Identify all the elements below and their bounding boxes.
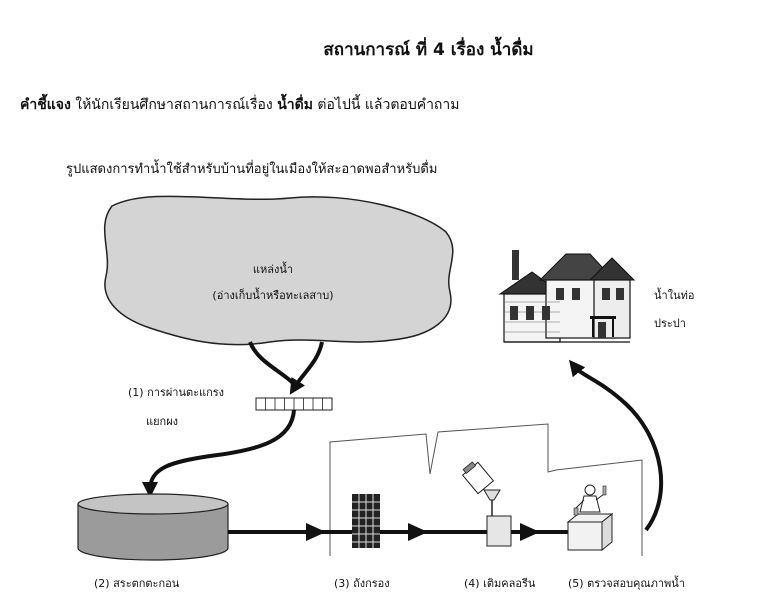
diagram-caption: รูปแสดงการทำน้ำใช้สำหรับบ้านที่อยู่ในเมื…: [66, 162, 438, 177]
source-flow-left: [248, 341, 296, 386]
house-illustration: [498, 250, 636, 343]
source-label-line2: (อ่างเก็บน้ำหรือทะเลสาบ): [212, 289, 334, 302]
pipe-arrow-3: [520, 523, 540, 541]
sedimentation-tank: [77, 493, 229, 561]
screen-grid: [255, 397, 333, 411]
flow-to-house: [568, 359, 664, 532]
step-5-label: (5) ตรวจสอบคุณภาพน้ำ: [568, 577, 685, 590]
quality-inspection: [566, 484, 614, 552]
instruction-line: คำชี้แจง ให้นักเรียนศึกษาสถานการณ์เรื่อง…: [20, 94, 460, 116]
instruction-text-2: ต่อไปนี้ แล้วตอบคำถาม: [312, 97, 460, 113]
house-label-line2: ประปา: [654, 317, 686, 330]
instruction-text-1: ให้นักเรียนศึกษาสถานการณ์เรื่อง: [70, 97, 278, 113]
filter-tank: [352, 494, 380, 548]
water-source-cloud: [103, 195, 454, 346]
page-title: สถานการณ์ ที่ 4 เรื่อง น้ำดื่ม: [323, 40, 534, 60]
step-1-label-line2: แยกผง: [146, 415, 179, 428]
step-4-label: (4) เติมคลอรีน: [464, 577, 536, 590]
pipe-arrow-1: [306, 523, 326, 541]
step-3-label: (3) ถังกรอง: [334, 577, 390, 590]
instruction-label: คำชี้แจง: [20, 97, 71, 113]
instruction-topic: น้ำดื่ม: [277, 97, 313, 113]
source-label-line1: แหล่งน้ำ: [252, 263, 294, 276]
pipe-arrow-2: [408, 523, 428, 541]
source-flow-right: [289, 341, 324, 395]
step-2-label: (2) สระตกตะกอน: [94, 577, 180, 590]
chlorine-dosing: [461, 461, 512, 547]
treatment-building: [329, 423, 643, 556]
flow-screen-to-tank: [142, 409, 296, 498]
step-1-label: (1) การผ่านตะแกรง: [128, 386, 225, 399]
house-label-line1: น้ำในท่อ: [654, 289, 695, 302]
